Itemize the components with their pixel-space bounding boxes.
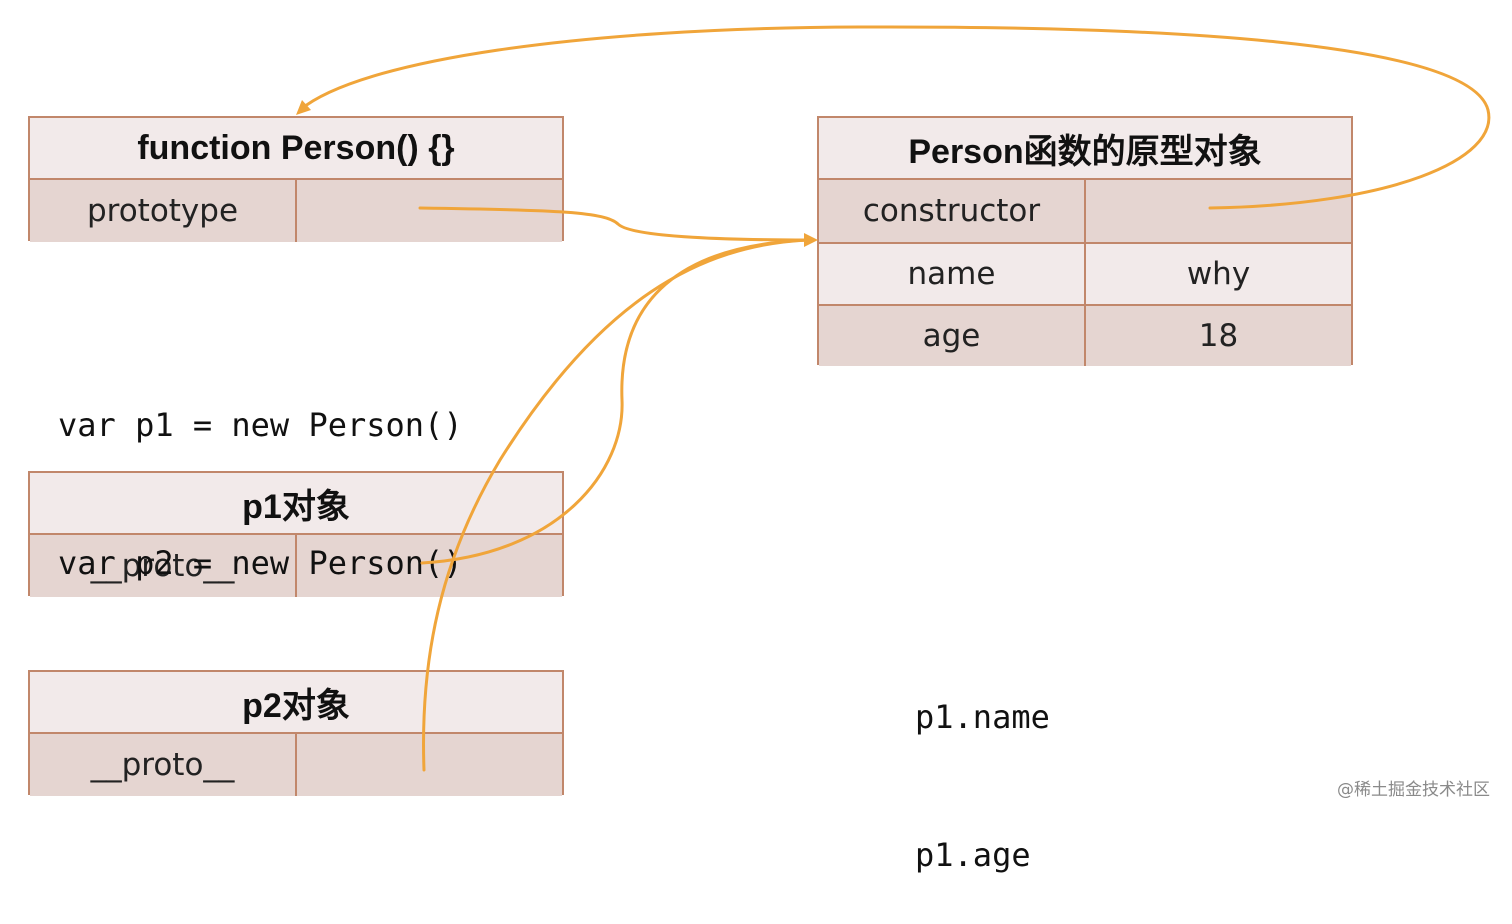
person-function-box: function Person() {} prototype bbox=[28, 116, 564, 242]
p2-proto-pointer-arrow bbox=[422, 238, 810, 772]
constructor-pointer-arrow bbox=[298, 25, 1491, 210]
age-value: 18 bbox=[1084, 306, 1351, 366]
name-value: why bbox=[1084, 244, 1351, 304]
age-row: age 18 bbox=[819, 304, 1351, 366]
arrowhead-to-person-function bbox=[296, 100, 311, 115]
arrowhead-to-prototype-object bbox=[804, 233, 818, 247]
p1-proto-pointer-arrow bbox=[420, 238, 810, 565]
prototype-value bbox=[295, 180, 562, 242]
p1-proto-key: __proto__ bbox=[90, 548, 235, 584]
p1-proto-row: __proto__ bbox=[30, 535, 562, 597]
p1-object-title: p1对象 bbox=[30, 473, 562, 535]
code-block-instances: var p1 = new Person() var p2 = new Perso… bbox=[58, 310, 463, 632]
p2-proto-value bbox=[295, 734, 562, 796]
prototype-row: prototype bbox=[30, 180, 562, 242]
code-line-p1-age: p1.age bbox=[915, 836, 1031, 874]
prototype-object-box: Person函数的原型对象 constructor name why age 1… bbox=[817, 116, 1353, 366]
name-key: name bbox=[907, 256, 996, 292]
watermark-text: @稀土掘金技术社区 bbox=[1337, 780, 1490, 800]
arrow-layer bbox=[296, 25, 1491, 772]
prototype-key: prototype bbox=[86, 193, 239, 229]
prototype-object-title: Person函数的原型对象 bbox=[819, 118, 1351, 180]
name-row: name why bbox=[819, 242, 1351, 304]
code-line-p1-name: p1.name bbox=[915, 698, 1050, 736]
constructor-value bbox=[1084, 180, 1351, 242]
prototype-pointer-arrow bbox=[418, 206, 810, 242]
code-line-p1: var p1 = new Person() bbox=[58, 406, 463, 444]
p2-object-title: p2对象 bbox=[30, 672, 562, 734]
constructor-key: constructor bbox=[862, 193, 1041, 229]
p1-object-box: p1对象 __proto__ bbox=[28, 471, 564, 597]
age-key: age bbox=[922, 318, 981, 354]
p1-proto-value bbox=[295, 535, 562, 597]
p2-object-box: p2对象 __proto__ bbox=[28, 670, 564, 796]
p2-proto-key: __proto__ bbox=[90, 747, 235, 783]
p2-proto-row: __proto__ bbox=[30, 734, 562, 796]
person-function-title: function Person() {} bbox=[30, 118, 562, 180]
constructor-row: constructor bbox=[819, 180, 1351, 242]
